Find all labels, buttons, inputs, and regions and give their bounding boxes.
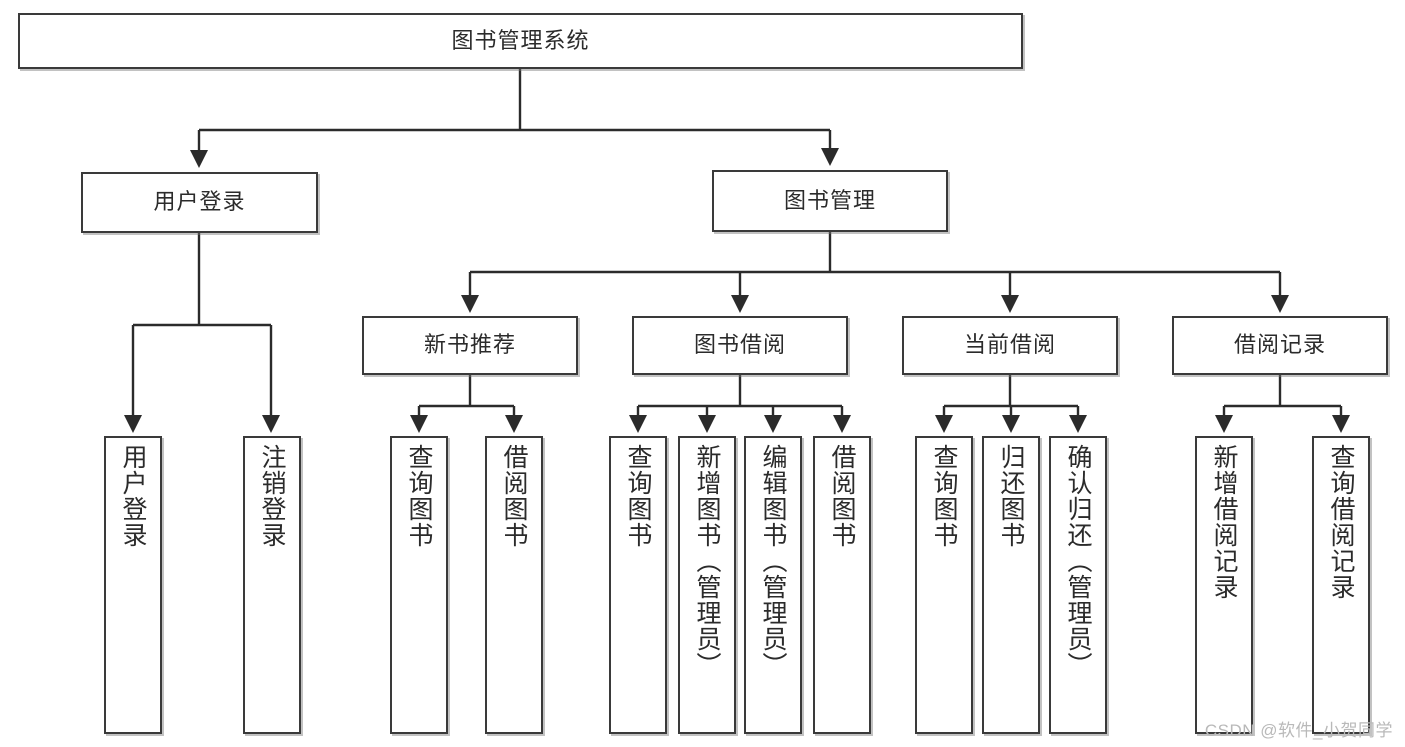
node-leaf-add-record[interactable]: 新增借阅记录: [1195, 436, 1253, 734]
node-label: 借阅记录: [1233, 332, 1326, 358]
node-leaf-user-login[interactable]: 用户登录: [104, 436, 162, 734]
node-label: 图书管理系统: [451, 27, 590, 53]
node-label: 确认归还（管理员）: [1064, 444, 1092, 678]
node-label: 查询图书: [930, 444, 958, 548]
node-label: 查询借阅记录: [1327, 444, 1355, 600]
node-leaf-confirm-return[interactable]: 确认归还（管理员）: [1049, 436, 1107, 734]
node-leaf-return-book[interactable]: 归还图书: [982, 436, 1040, 734]
node-label: 用户登录: [119, 444, 147, 548]
node-label: 用户登录: [153, 189, 246, 215]
node-book-management[interactable]: 图书管理: [712, 170, 948, 232]
node-leaf-edit-book[interactable]: 编辑图书（管理员）: [744, 436, 802, 734]
node-leaf-logout-login[interactable]: 注销登录: [243, 436, 301, 734]
node-leaf-borrow-book-1[interactable]: 借阅图书: [485, 436, 543, 734]
node-leaf-query-book-2[interactable]: 查询图书: [609, 436, 667, 734]
node-label: 新增借阅记录: [1210, 444, 1238, 600]
node-label: 新增图书（管理员）: [693, 444, 721, 678]
node-label: 查询图书: [624, 444, 652, 548]
node-leaf-query-record[interactable]: 查询借阅记录: [1312, 436, 1370, 734]
node-label: 编辑图书（管理员）: [759, 444, 787, 678]
node-label: 当前借阅: [963, 332, 1056, 358]
node-leaf-borrow-book-2[interactable]: 借阅图书: [813, 436, 871, 734]
node-label: 图书借阅: [693, 332, 786, 358]
node-label: 查询图书: [405, 444, 433, 548]
node-book-borrow[interactable]: 图书借阅: [632, 316, 848, 375]
node-borrow-record[interactable]: 借阅记录: [1172, 316, 1388, 375]
node-label: 借阅图书: [828, 444, 856, 548]
csdn-watermark: CSDN @软件_小贺同学: [1204, 721, 1393, 740]
node-new-book-recommend[interactable]: 新书推荐: [362, 316, 578, 375]
node-leaf-query-book-3[interactable]: 查询图书: [915, 436, 973, 734]
node-user-login[interactable]: 用户登录: [81, 172, 318, 233]
node-label: 注销登录: [258, 444, 286, 548]
node-label: 归还图书: [997, 444, 1025, 548]
node-current-borrow[interactable]: 当前借阅: [902, 316, 1118, 375]
node-leaf-query-book-1[interactable]: 查询图书: [390, 436, 448, 734]
node-label: 借阅图书: [500, 444, 528, 548]
node-label: 图书管理: [783, 187, 876, 213]
node-leaf-add-book[interactable]: 新增图书（管理员）: [678, 436, 736, 734]
node-root-system[interactable]: 图书管理系统: [18, 13, 1023, 69]
node-label: 新书推荐: [423, 332, 516, 358]
